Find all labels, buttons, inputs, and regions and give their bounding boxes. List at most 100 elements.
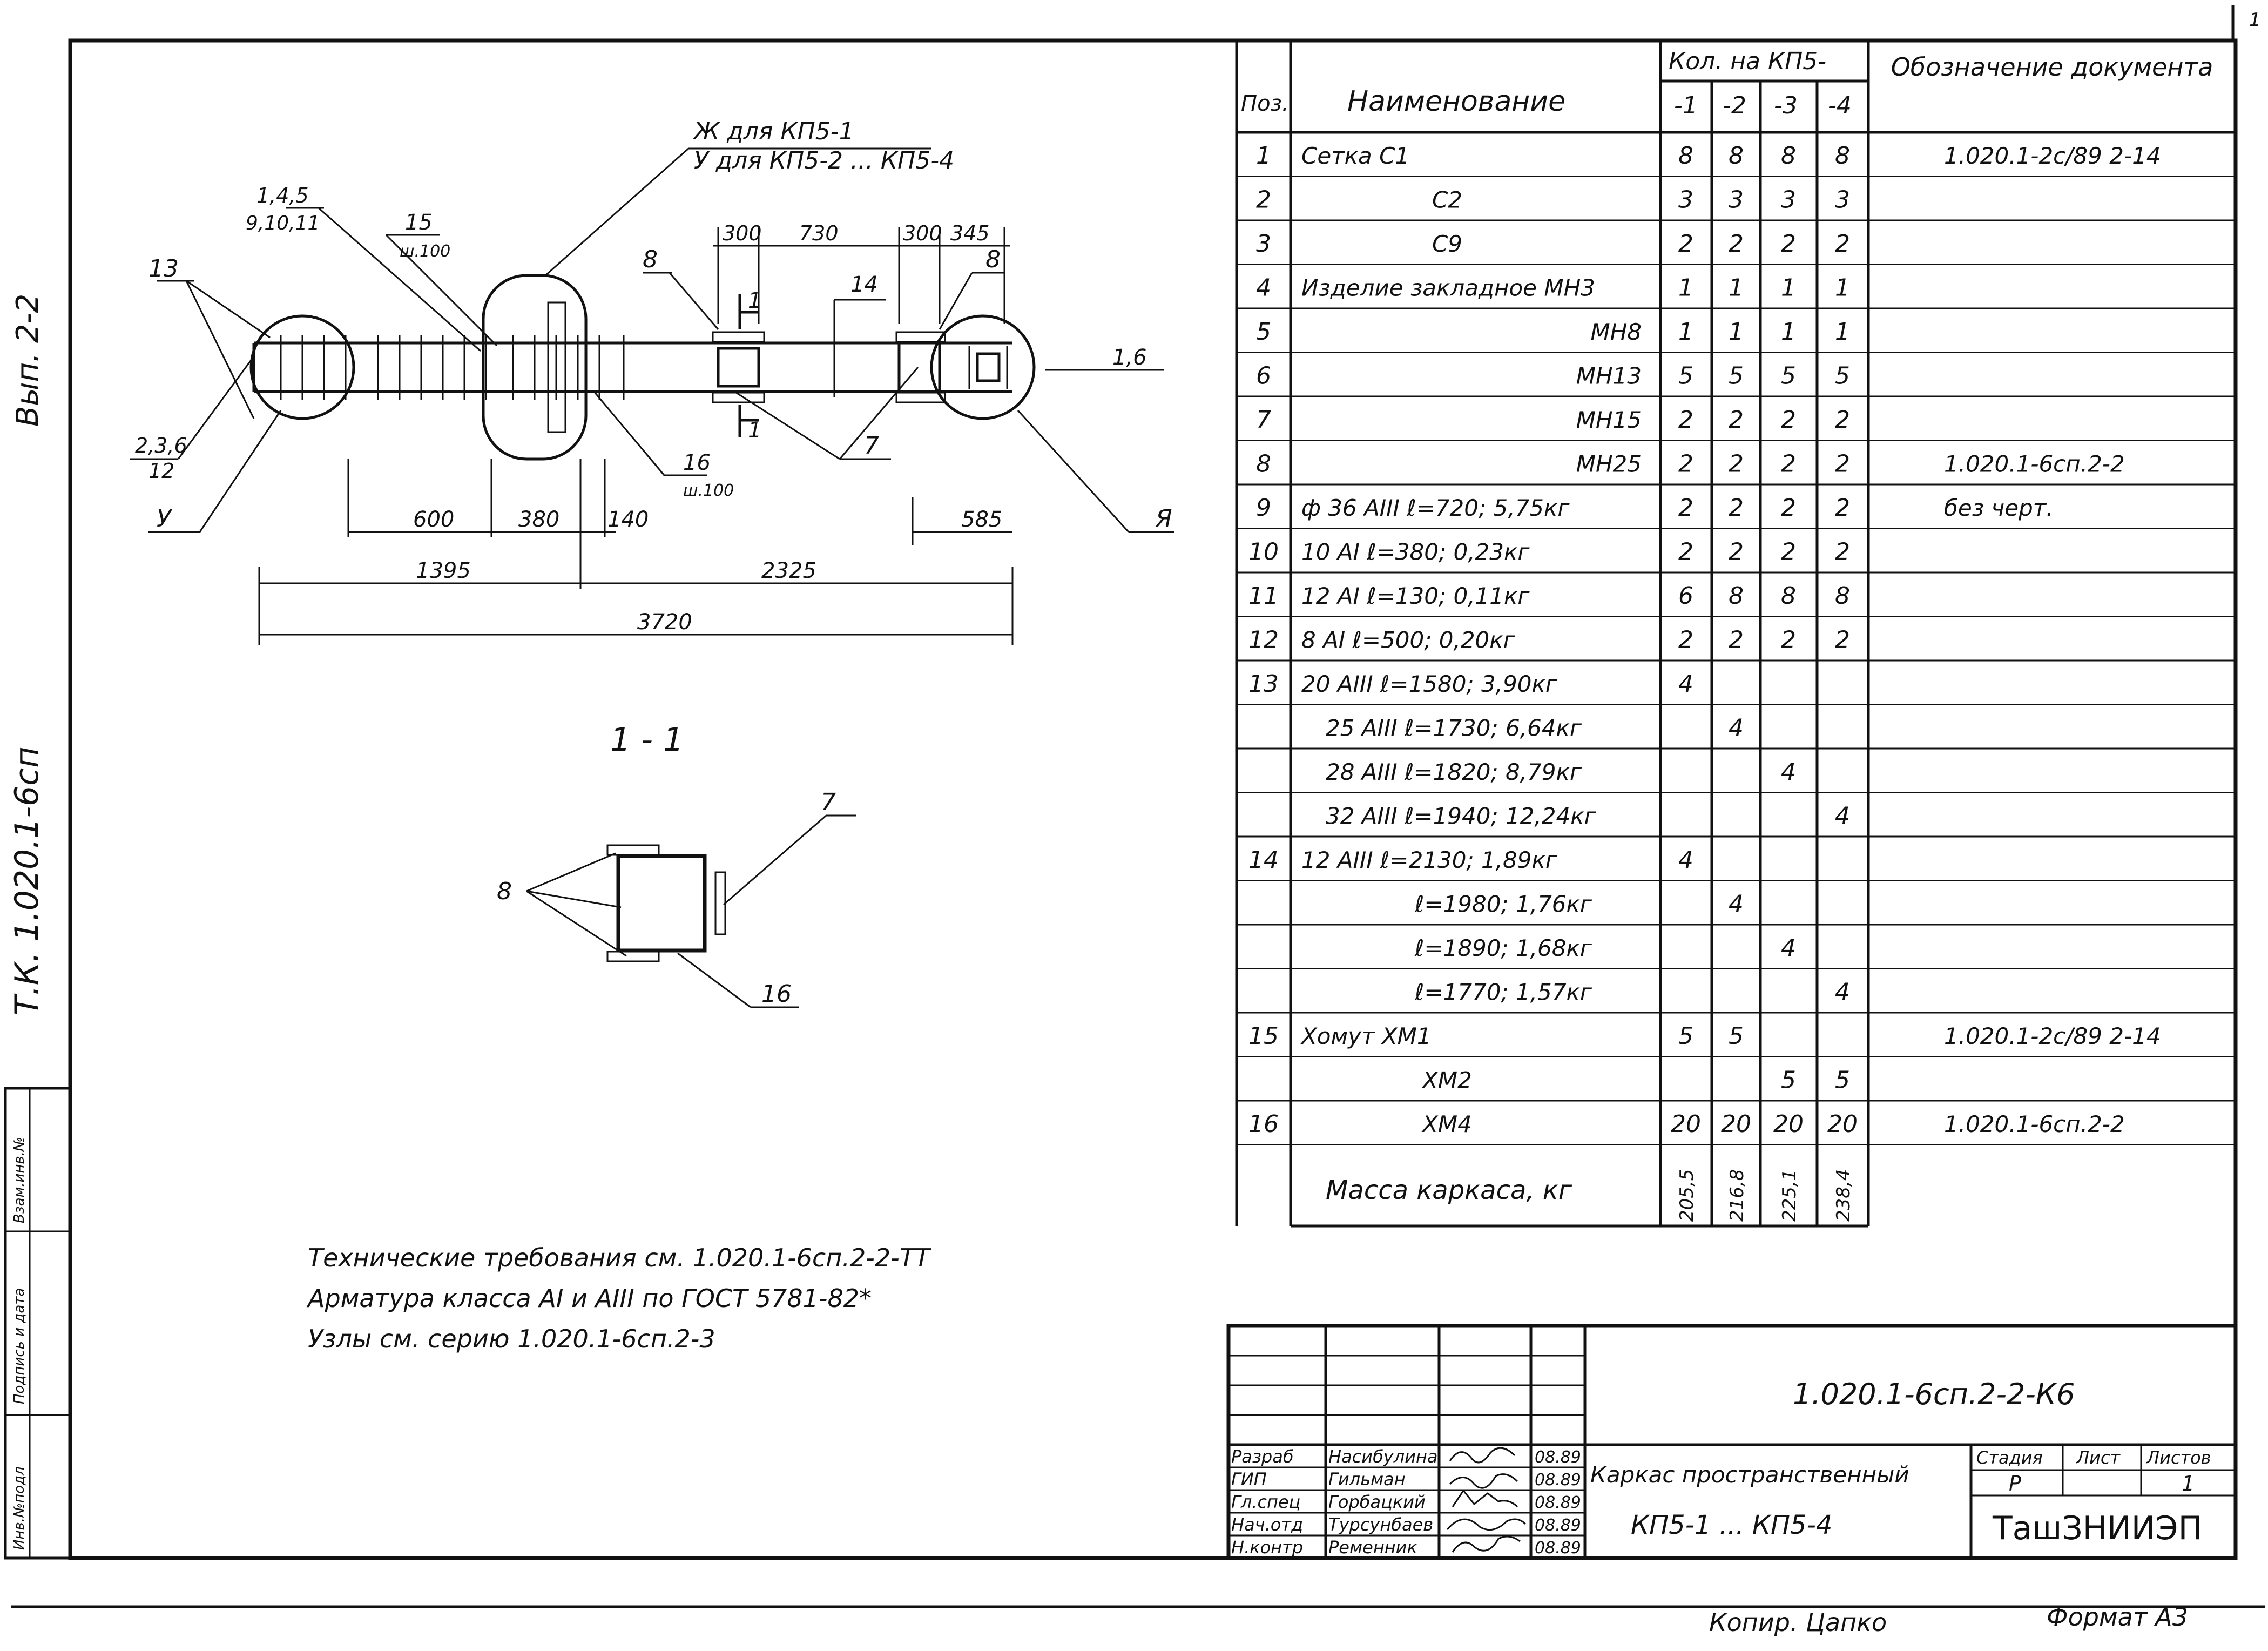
row-qty-4: 2 xyxy=(1835,626,1850,654)
object-mark: КП5-1 ... КП5-4 xyxy=(1631,1510,1832,1540)
row-qty-2: 8 xyxy=(1729,142,1744,170)
dim-730: 730 xyxy=(799,221,839,245)
role-dept-head: Нач.отд xyxy=(1231,1514,1303,1535)
date-3: 08.89 xyxy=(1535,1493,1581,1512)
signature-1 xyxy=(1449,1447,1516,1464)
row-qty-3: 8 xyxy=(1781,582,1796,610)
dim-1395: 1395 xyxy=(416,558,471,583)
row-pos: 11 xyxy=(1248,582,1279,610)
row-name: ℓ=1980; 1,76кг xyxy=(1414,891,1592,918)
row-qty-1: 4 xyxy=(1678,846,1693,874)
row-name: ℓ=1890; 1,68кг xyxy=(1414,935,1592,961)
row-qty-1: 2 xyxy=(1678,230,1693,258)
row-name: 25 АIII ℓ=1730; 6,64кг xyxy=(1326,715,1582,742)
row-qty-4: 2 xyxy=(1835,494,1850,522)
row-pos: 14 xyxy=(1248,846,1279,874)
stamp-sign-date: Подпись и дата xyxy=(11,1288,28,1404)
row-qty-4: 8 xyxy=(1835,582,1850,610)
header-qty-2: -2 xyxy=(1723,92,1746,119)
row-qty-3: 4 xyxy=(1781,934,1796,962)
row-pos: 4 xyxy=(1256,274,1271,302)
row-doc: 1.020.1-2с/89 2-14 xyxy=(1944,143,2161,169)
row-qty-1: 20 xyxy=(1671,1110,1701,1138)
callout-Ya: Я xyxy=(1155,505,1172,533)
dim-2325: 2325 xyxy=(761,558,816,583)
row-qty-2: 1 xyxy=(1729,274,1744,302)
row-qty-3: 4 xyxy=(1781,758,1796,786)
specification-table: Поз. Наименование Кол. на КП5- -1 -2 -3 … xyxy=(1235,41,2237,1228)
row-pos: 12 xyxy=(1248,626,1279,654)
row-qty-4: 2 xyxy=(1835,450,1850,478)
row-name: С2 xyxy=(1432,187,1462,213)
row-pos: 5 xyxy=(1256,318,1271,346)
row-qty-2: 2 xyxy=(1729,626,1744,654)
row-qty-4: 1 xyxy=(1835,274,1850,302)
row-name: 20 АIII ℓ=1580; 3,90кг xyxy=(1301,671,1558,697)
row-pos: 8 xyxy=(1256,450,1271,478)
dim-3720: 3720 xyxy=(637,610,692,635)
row-name: ф 36 АIII ℓ=720; 5,75кг xyxy=(1301,495,1570,521)
row-qty-4: 5 xyxy=(1835,1067,1850,1094)
sheets-label: Листов xyxy=(2146,1447,2211,1468)
note-zh-kp5-1: Ж для КП5-1 xyxy=(692,118,854,145)
callout-2-3-6: 2,3,6 xyxy=(135,434,187,457)
stamp-inv-no: Инв.№подл xyxy=(11,1466,28,1550)
role-chief-spec: Гл.спец xyxy=(1231,1492,1300,1512)
note-line-1: Технические требования см. 1.020.1-6сп.2… xyxy=(308,1243,932,1272)
mass-value-4: 238,4 xyxy=(1833,1169,1854,1222)
row-qty-3: 3 xyxy=(1781,186,1796,214)
row-pos: 2 xyxy=(1256,186,1271,214)
signature-5 xyxy=(1452,1535,1521,1553)
org-name: ТашЗНИИЭП xyxy=(1992,1510,2203,1547)
role-developer: Разраб xyxy=(1231,1446,1294,1467)
technical-notes: Технические требования см. 1.020.1-6сп.2… xyxy=(306,1243,932,1353)
name-tursunbaev: Турсунбаев xyxy=(1328,1514,1433,1535)
callout-7: 7 xyxy=(864,432,879,460)
row-qty-2: 2 xyxy=(1729,494,1744,522)
callout-9-10-11: 9,10,11 xyxy=(246,212,320,234)
name-nasibulina: Насибулина xyxy=(1328,1446,1438,1467)
row-qty-4: 2 xyxy=(1835,406,1850,434)
row-qty-1: 5 xyxy=(1678,362,1693,390)
row-name: 10 АI ℓ=380; 0,23кг xyxy=(1301,539,1530,565)
callout-16: 16 xyxy=(683,450,711,475)
callout-14: 14 xyxy=(850,272,878,297)
object-name: Каркас пространственный xyxy=(1590,1461,1909,1488)
row-qty-1: 1 xyxy=(1678,318,1693,346)
role-gip: ГИП xyxy=(1231,1469,1267,1490)
dim-300-left: 300 xyxy=(723,221,762,245)
dim-345: 345 xyxy=(950,221,990,245)
date-2: 08.89 xyxy=(1535,1471,1581,1490)
series-label: Т.К. 1.020.1-6сп xyxy=(8,746,46,1015)
dim-600: 600 xyxy=(413,507,454,532)
role-norm-control: Н.контр xyxy=(1231,1537,1303,1558)
row-doc: 1.020.1-2с/89 2-14 xyxy=(1944,1023,2161,1049)
section-1-1: 1 - 1 7 8 16 xyxy=(497,721,856,1008)
callout-8-left: 8 xyxy=(643,246,658,273)
signature-2 xyxy=(1449,1473,1518,1489)
header-doc: Обозначение документа xyxy=(1891,52,2213,82)
row-qty-2: 2 xyxy=(1729,230,1744,258)
margin-stamp: Инв.№подл Подпись и дата Взам.инв.№ xyxy=(4,1087,72,1560)
callout-15-step: ш.100 xyxy=(400,242,450,261)
stage-label: Стадия xyxy=(1976,1447,2043,1468)
header-name: Наименование xyxy=(1347,85,1565,118)
callout-15: 15 xyxy=(405,210,433,235)
row-pos: 16 xyxy=(1248,1110,1279,1138)
row-qty-1: 2 xyxy=(1678,450,1693,478)
row-pos: 1 xyxy=(1256,142,1271,170)
header-qty-3: -3 xyxy=(1774,92,1798,119)
row-qty-3: 1 xyxy=(1781,274,1796,302)
row-qty-1: 2 xyxy=(1678,406,1693,434)
row-name: МН25 xyxy=(1576,451,1642,477)
doc-code: 1.020.1-6сп.2-2-К6 xyxy=(1793,1377,2075,1411)
row-qty-2: 2 xyxy=(1729,406,1744,434)
section-title: 1 - 1 xyxy=(610,721,684,759)
row-name: 12 АIII ℓ=2130; 1,89кг xyxy=(1301,847,1558,873)
header-qty-1: -1 xyxy=(1674,92,1698,119)
row-qty-2: 5 xyxy=(1729,1022,1744,1050)
title-block: 1.020.1-6сп.2-2-К6 Разраб ГИП Гл.спец На… xyxy=(1226,1324,2238,1560)
row-qty-2: 2 xyxy=(1729,450,1744,478)
row-name: 12 АI ℓ=130; 0,11кг xyxy=(1301,583,1530,609)
mass-label: Масса каркаса, кг xyxy=(1326,1175,1572,1205)
